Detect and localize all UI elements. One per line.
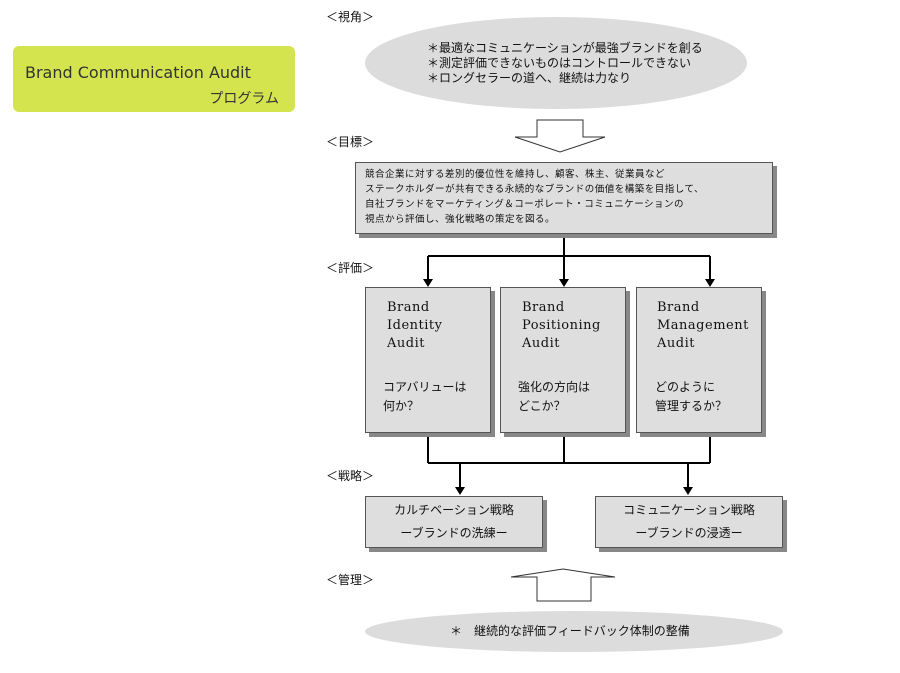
strategy-box-cultivation: カルチベーション戦略 ーブランドの洗練ー — [365, 496, 543, 548]
strategy-line-2: ーブランドの洗練ー — [400, 526, 508, 540]
audit-box-positioning: Brand Positioning Audit 強化の方向は どこか？ — [500, 287, 626, 433]
audit-question-line: 管理するか？ — [655, 399, 728, 413]
audit-title-line: Positioning — [522, 318, 601, 333]
perspective-line-1: ＊最適なコミュニケーションが最強ブランドを創る — [427, 41, 703, 55]
section-label-perspective: ＜視角＞ — [326, 10, 375, 24]
section-label-management: ＜管理＞ — [326, 573, 375, 587]
goal-line-2: ステークホルダーが共有できる永続的なブランドの価値を構築を目指して、 — [365, 184, 705, 195]
audit-question-line: 強化の方向は — [518, 380, 591, 394]
audit-box-management: Brand Management Audit どのように 管理するか？ — [636, 287, 762, 433]
goal-line-3: 自社ブランドをマーケティング＆コーポレート・コミュニケーションの — [365, 199, 685, 210]
strategy-box-communication: コミュニケーション戦略 ーブランドの浸透ー — [595, 496, 783, 548]
goal-line-4: 視点から評価し、強化戦略の策定を図る。 — [365, 214, 556, 225]
section-label-evaluation: ＜評価＞ — [326, 261, 375, 275]
audit-title-line: Management — [657, 318, 749, 333]
audit-title-line: Audit — [387, 336, 425, 351]
badge-subtitle: プログラム — [209, 91, 279, 107]
goal-line-1: 競合企業に対する差別的優位性を維持し、顧客、株主、従業員など — [365, 169, 666, 180]
audit-question-line: どのように — [655, 380, 716, 394]
strategy-line-1: カルチベーション戦略 — [394, 503, 514, 517]
section-label-goal: ＜目標＞ — [326, 135, 375, 149]
strategy-line-1: コミュニケーション戦略 — [623, 503, 755, 517]
management-ellipse — [365, 611, 783, 652]
perspective-line-2: ＊測定評価できないものはコントロールできない — [427, 56, 692, 70]
section-label-strategy: ＜戦略＞ — [326, 469, 375, 483]
audit-title-line: Audit — [657, 336, 695, 351]
audit-question-line: 何か？ — [383, 399, 420, 413]
strategy-line-2: ーブランドの浸透ー — [635, 526, 743, 540]
audit-question-line: コアバリューは — [383, 380, 467, 394]
audit-title-line: Brand — [657, 300, 700, 315]
perspective-ellipse — [365, 17, 747, 109]
audit-title-line: Identity — [387, 318, 443, 333]
program-title-badge: Brand Communication Audit プログラム — [13, 46, 295, 112]
audit-question-line: どこか？ — [518, 399, 566, 413]
up-arrow-shape — [510, 568, 616, 602]
audit-box-identity: Brand Identity Audit コアバリューは 何か？ — [365, 287, 491, 433]
audit-title-line: Brand — [522, 300, 565, 315]
badge-title: Brand Communication Audit — [25, 63, 251, 82]
management-text: ＊ 継続的な評価フィードバック体制の整備 — [450, 624, 690, 638]
audit-title-line: Audit — [522, 336, 560, 351]
goal-box: 競合企業に対する差別的優位性を維持し、顧客、株主、従業員など ステークホルダーが… — [355, 162, 773, 234]
audit-title-line: Brand — [387, 300, 430, 315]
perspective-line-3: ＊ロングセラーの道へ、継続は力なり — [427, 71, 632, 85]
down-arrow-shape — [514, 119, 606, 153]
